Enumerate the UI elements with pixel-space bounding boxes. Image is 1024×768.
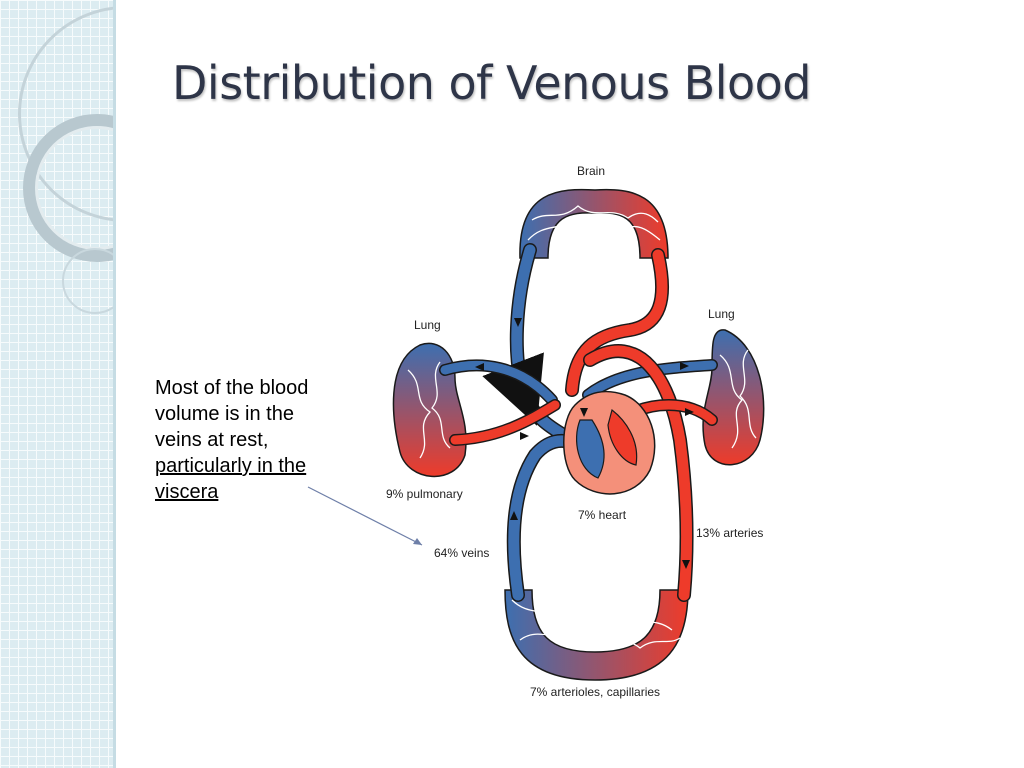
label-capillaries: 7% arterioles, capillaries <box>530 685 660 699</box>
heart <box>563 390 656 495</box>
label-brain: Brain <box>577 164 605 178</box>
label-arteries: 13% arteries <box>696 526 763 540</box>
pointer-line <box>307 486 423 546</box>
arterial-vessels <box>449 248 718 602</box>
decorative-side-panel <box>0 0 116 768</box>
flow-arrows <box>475 318 694 569</box>
flow-arrow <box>685 408 694 416</box>
right-lung-capillary-bed <box>702 329 765 466</box>
venous-vessels <box>439 243 718 602</box>
label-pulmonary: 9% pulmonary <box>386 487 463 501</box>
body-text-plain: Most of the blood volume is in the veins… <box>155 377 309 451</box>
flow-arrow <box>680 362 689 370</box>
pointer-arrowhead <box>413 538 422 545</box>
label-veins: 64% veins <box>434 546 489 560</box>
label-lung-right: Lung <box>708 307 735 321</box>
flow-arrow <box>510 511 518 520</box>
flow-arrow <box>580 408 588 417</box>
label-heart: 7% heart <box>578 508 627 522</box>
decorative-ring <box>62 248 113 314</box>
flow-arrow <box>475 363 484 371</box>
brain-capillary-bed <box>519 188 669 259</box>
systemic-capillary-bed <box>504 589 689 681</box>
slide-title: Distribution of Venous Blood <box>172 56 812 110</box>
flow-arrow <box>682 560 690 569</box>
body-text: Most of the blood volume is in the veins… <box>155 375 320 505</box>
flow-arrow <box>514 318 522 327</box>
label-lung-left: Lung <box>414 318 441 332</box>
flow-arrow <box>520 432 529 440</box>
body-text-underlined: particularly in the viscera <box>155 455 307 503</box>
